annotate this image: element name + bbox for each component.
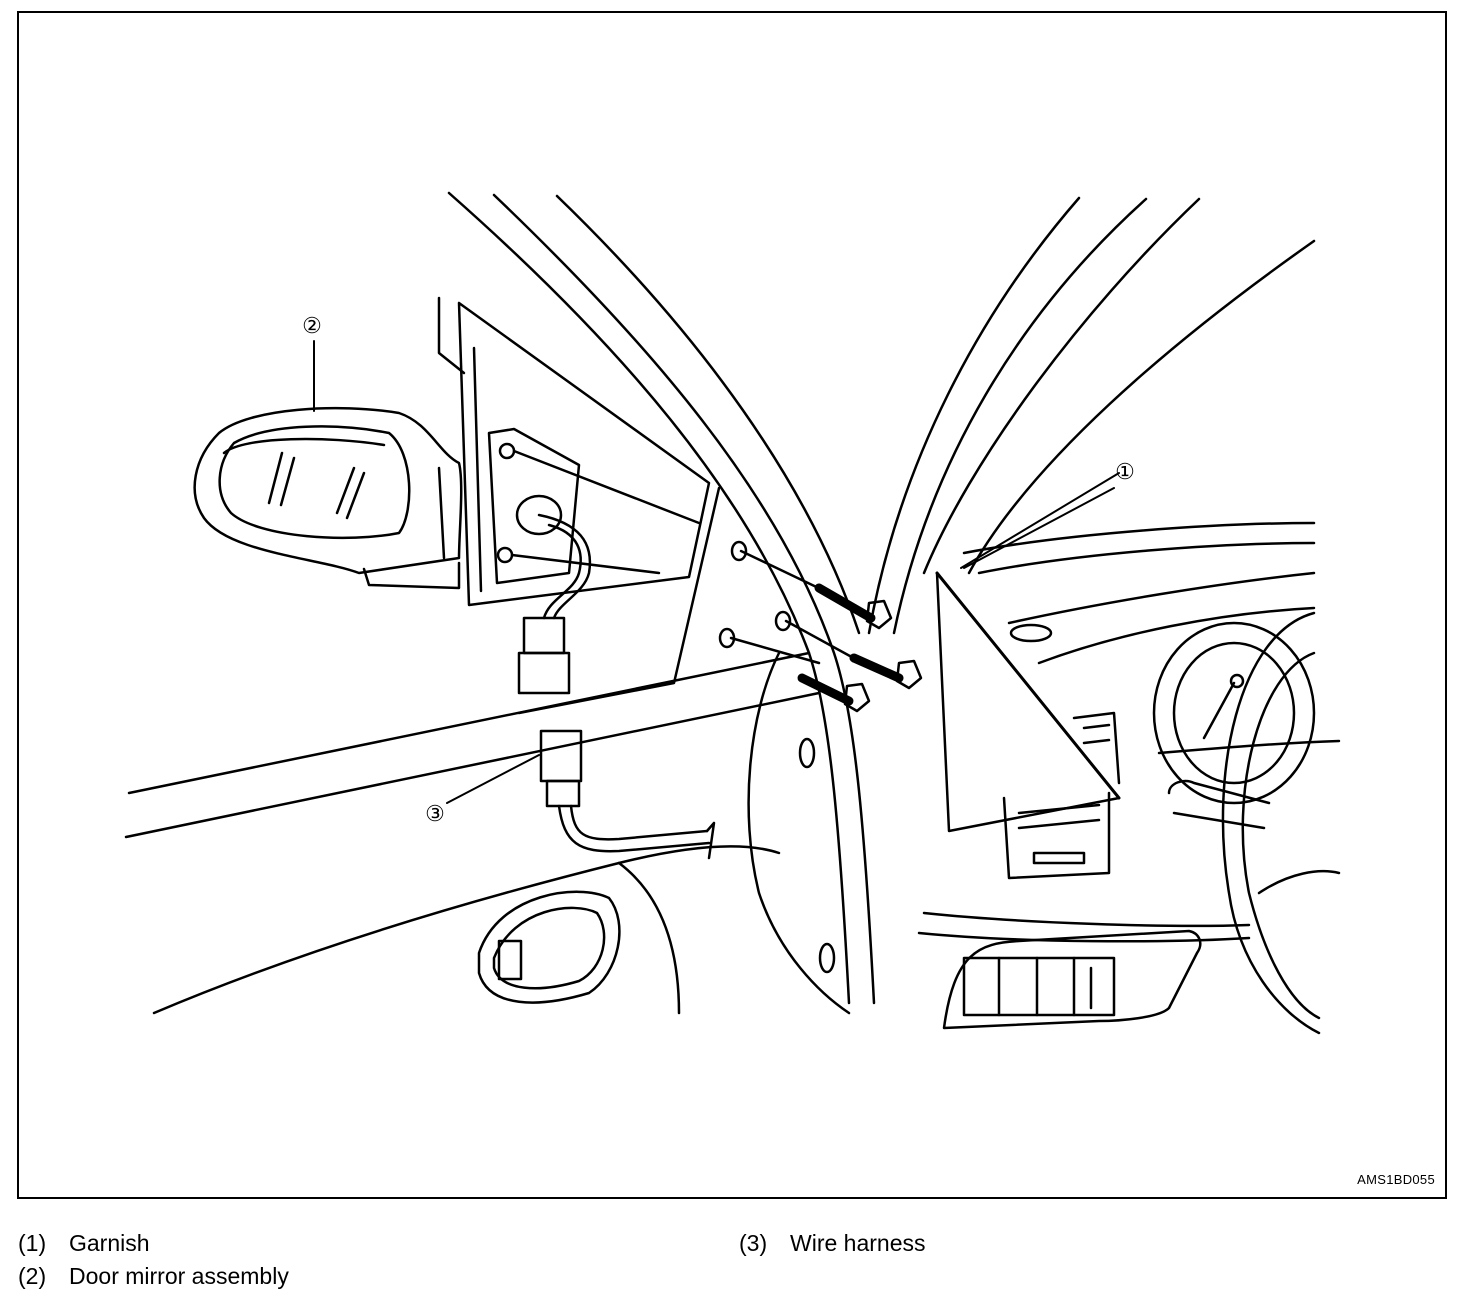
diagram-frame: ② ① ③ AMS1BD055 (17, 11, 1447, 1199)
gauge-and-steering-wheel (1152, 611, 1341, 1035)
legend-label: Wire harness (790, 1230, 926, 1256)
bolts (729, 549, 923, 713)
legend-label: Garnish (69, 1230, 150, 1256)
callout-2: ② (302, 313, 322, 338)
a-pillar-lines (447, 191, 1316, 1005)
callout-1: ① (1115, 459, 1135, 484)
legend-number: (1) (18, 1230, 47, 1256)
callout-leaders (313, 340, 1115, 804)
legend-number: (3) (739, 1230, 768, 1256)
legend-label: Door mirror assembly (69, 1263, 289, 1289)
mounting-holes (718, 540, 836, 974)
door-mirror-assembly (193, 406, 463, 590)
mirror-connector (517, 513, 592, 695)
legend-item-door-mirror-assembly: (2) Door mirror assembly (18, 1263, 289, 1290)
mirror-removal-illustration: ② ① ③ (124, 191, 1341, 1035)
legend-number: (2) (18, 1263, 47, 1289)
door-handle (477, 890, 621, 1004)
door-body (124, 296, 851, 1015)
harness-connector (539, 729, 716, 860)
figure-code: AMS1BD055 (1357, 1172, 1435, 1187)
mirror-base-plate (457, 301, 711, 607)
callout-3: ③ (425, 801, 445, 826)
legend-item-wire-harness: (3) Wire harness (739, 1230, 925, 1257)
garnish (935, 472, 1121, 833)
legend-item-garnish: (1) Garnish (18, 1230, 150, 1257)
dashboard (917, 521, 1341, 1030)
